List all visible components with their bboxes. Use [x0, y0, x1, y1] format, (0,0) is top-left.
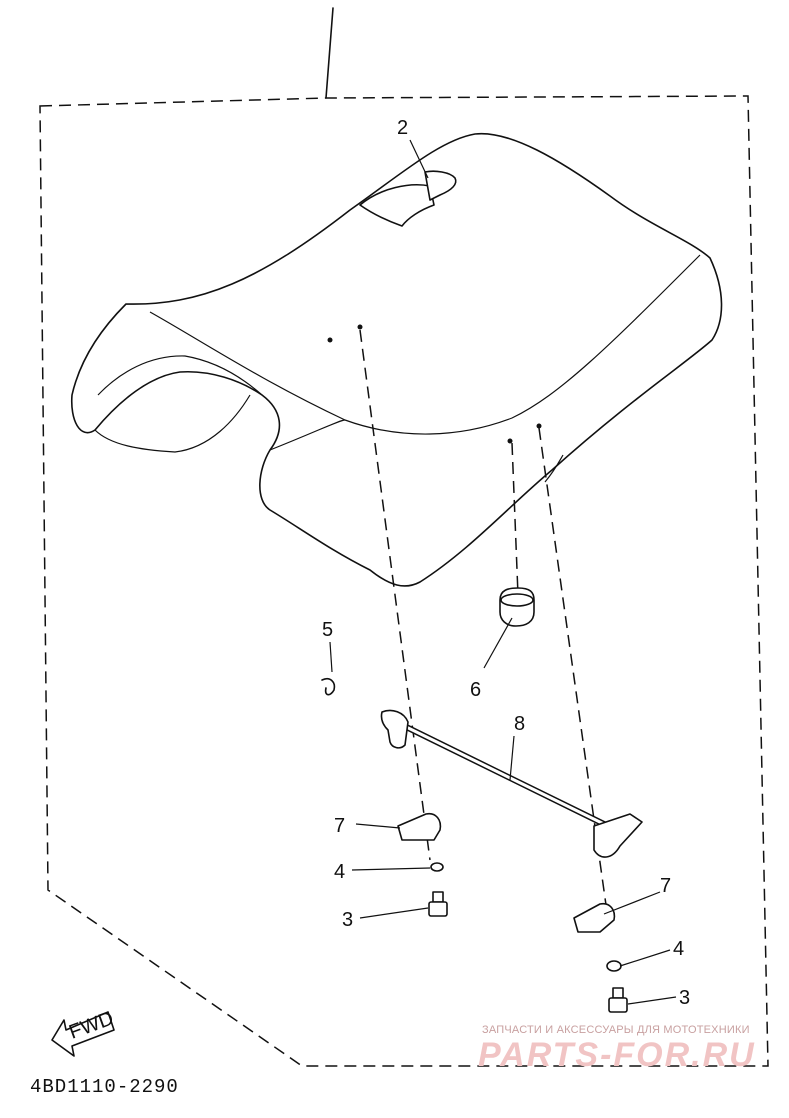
watermark-tagline: ЗАПЧАСТИ И АКСЕССУАРЫ ДЛЯ МОТОТЕХНИКИ [482, 1024, 750, 1036]
seat-outline [70, 132, 723, 587]
leader-4b [619, 949, 671, 967]
bracket-left [397, 812, 442, 841]
clip [321, 677, 336, 696]
callout-5: 5 [322, 619, 333, 641]
assembly-boundary [39, 95, 769, 1067]
leader-7b [603, 891, 661, 915]
bolt-right [608, 987, 628, 1013]
leader-4a [351, 867, 431, 871]
leader-8 [509, 735, 515, 781]
seat [70, 132, 723, 587]
seat-strap [359, 184, 435, 227]
washer-left [430, 862, 444, 872]
seat-rear-line [544, 454, 564, 483]
bolt-shank [612, 987, 624, 999]
leader-3b [627, 996, 677, 1005]
mount-hole [357, 324, 363, 330]
callout-7b: 7 [660, 875, 671, 897]
damper [499, 587, 535, 627]
seat-edge-line [149, 254, 701, 435]
fwd-arrow-shape [51, 1011, 115, 1057]
axis-line [359, 329, 431, 861]
group-leader-line [325, 7, 334, 99]
callout-7a: 7 [334, 815, 345, 837]
seat-strap-tab [424, 170, 457, 201]
mount-hole [327, 337, 333, 343]
seat-front-recess [97, 355, 263, 396]
mount-hole [536, 423, 542, 429]
leader-5 [329, 641, 333, 673]
leader-2 [409, 139, 429, 179]
rod-left-end [380, 709, 409, 749]
drawing-number: 4BD1110-2290 [30, 1076, 179, 1098]
bolt-head [608, 997, 628, 1013]
callout-3b: 3 [679, 987, 690, 1009]
seat-side-line [269, 419, 346, 451]
bolt-head [428, 901, 448, 917]
seat-front-underside [94, 394, 251, 453]
callout-3a: 3 [342, 909, 353, 931]
damper-top [500, 593, 534, 607]
leader-7a [355, 823, 401, 829]
callout-8: 8 [514, 713, 525, 735]
callout-6: 6 [470, 679, 481, 701]
bracket-right [573, 902, 616, 933]
leader-6 [483, 617, 513, 669]
callout-4a: 4 [334, 861, 345, 883]
rod-right-end [593, 813, 643, 858]
leader-3a [359, 907, 429, 919]
forward-arrow: FWD [51, 1007, 117, 1057]
axis-line [511, 442, 519, 596]
rod-inner [390, 718, 610, 828]
callout-4b: 4 [673, 938, 684, 960]
watermark-brand: PARTS-FOR.RU [478, 1036, 756, 1074]
washer-right [606, 960, 622, 972]
bolt-left [428, 891, 448, 917]
callout-2: 2 [397, 117, 408, 139]
seat-lock-rod [380, 709, 643, 858]
mount-hole [507, 438, 513, 444]
bolt-shank [432, 891, 444, 903]
